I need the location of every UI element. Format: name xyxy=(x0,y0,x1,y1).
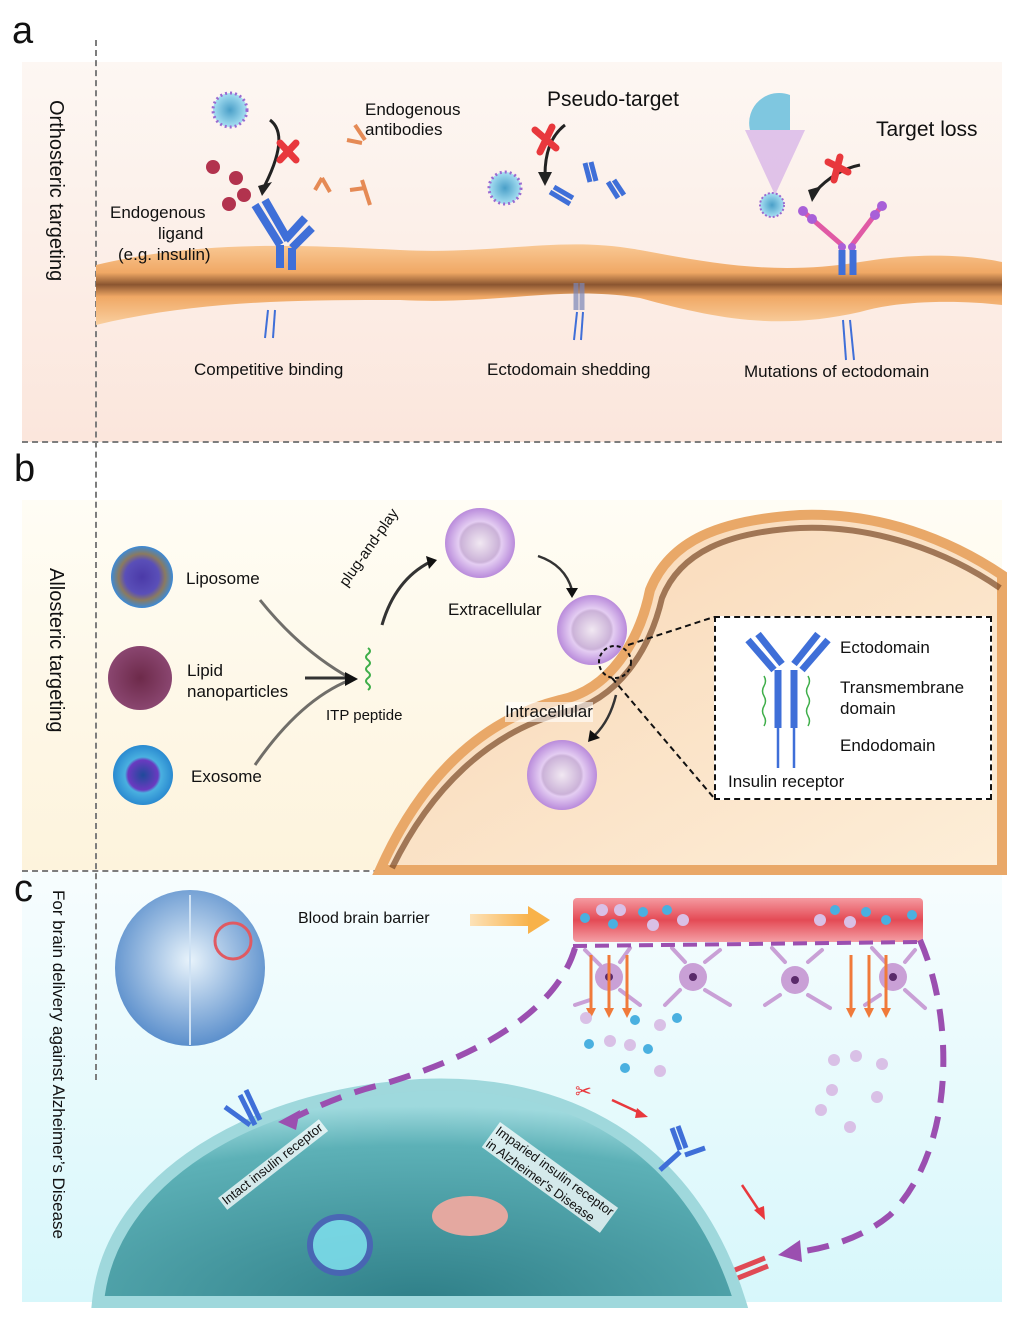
vertical-divider xyxy=(95,40,97,1080)
bbb-arrow-icon xyxy=(528,906,550,934)
blocked-x-icon-1 xyxy=(276,139,300,164)
shed-ectodomains xyxy=(548,161,627,207)
zoom-circle xyxy=(598,645,632,679)
zoom-cone xyxy=(745,130,805,195)
label-transmembrane-2: domain xyxy=(840,699,896,718)
delivery-path-right xyxy=(789,938,947,1256)
label-endogenous-ligand-3: (e.g. insulin) xyxy=(118,245,211,264)
label-competitive-binding: Competitive binding xyxy=(194,360,344,379)
panel-letter-b: b xyxy=(14,448,36,490)
label-intracellular: Intracellular xyxy=(505,702,593,722)
label-endodomain: Endodomain xyxy=(840,736,936,755)
label-ectodomain-shedding: Ectodomain shedding xyxy=(487,360,651,379)
panel-letter-a: a xyxy=(12,10,34,52)
membrane-a xyxy=(96,244,1002,325)
receptor-competitive xyxy=(251,198,315,270)
label-lipid-np-2: nanoparticles xyxy=(187,682,289,701)
intact-receptor-icon xyxy=(223,1088,263,1128)
label-itp-peptide: ITP peptide xyxy=(326,707,403,724)
brain-highlight-circle xyxy=(213,921,253,961)
blocked-x-icon-2 xyxy=(531,123,560,156)
liposome-icon xyxy=(111,546,173,608)
impaired-receptor-icon xyxy=(658,1125,706,1172)
vesicle-3 xyxy=(527,740,597,810)
vessel-particles xyxy=(580,904,917,931)
nanocell-a1 xyxy=(211,91,249,129)
insulin-receptor-inset: Ectodomain Transmembrane domain Endodoma… xyxy=(714,616,992,800)
label-target-loss: Target loss xyxy=(876,118,978,141)
label-mutations-ectodomain: Mutations of ectodomain xyxy=(744,362,930,381)
neuronal-cell xyxy=(91,1078,749,1308)
label-blood-brain-barrier: Blood brain barrier xyxy=(298,910,430,927)
released-particles xyxy=(580,1012,888,1133)
side-label-allosteric: Allosteric targeting xyxy=(45,568,67,733)
label-endogenous-ligand-2: ligand xyxy=(158,224,204,243)
neuron-icons xyxy=(595,963,907,994)
truncated-receptor-icon xyxy=(734,1255,769,1281)
blocked-x-icon-3 xyxy=(824,153,852,184)
label-ectodomain: Ectodomain xyxy=(840,638,930,657)
label-exosome: Exosome xyxy=(191,767,262,786)
blood-vessel xyxy=(573,898,923,942)
nucleus-icon xyxy=(307,1214,373,1276)
transport-arrows xyxy=(589,955,888,1010)
nanocell-a2 xyxy=(487,170,523,206)
itp-peptide-icon xyxy=(365,647,371,691)
label-pseudo-target: Pseudo-target xyxy=(547,88,679,111)
panel-a-illustration xyxy=(96,91,1002,361)
lipid-nanoparticle-icon xyxy=(108,646,172,710)
delivery-path-left xyxy=(283,947,578,1125)
label-endogenous-ligand-1: Endogenous xyxy=(110,203,206,222)
nanocell-a3 xyxy=(759,192,785,218)
label-lipid-np-1: Lipid xyxy=(187,661,223,680)
label-transmembrane-1: Transmembrane xyxy=(840,678,965,697)
side-label-orthosteric: Orthosteric targeting xyxy=(45,100,67,282)
label-endogenous-antibodies: Endogenous antibodies xyxy=(365,100,461,139)
divider-a-b xyxy=(22,441,1002,443)
label-liposome: Liposome xyxy=(186,569,260,588)
exosome-icon xyxy=(113,745,173,805)
vesicle-2 xyxy=(557,595,627,665)
panel-letter-c: c xyxy=(14,868,33,910)
insulin-receptor-icon xyxy=(745,631,831,768)
scissors-icon: ✂ xyxy=(575,1079,592,1103)
ligand-dots xyxy=(206,160,251,211)
vesicle-1 xyxy=(445,508,515,578)
side-label-brain-delivery: For brain delivery against Alzheimer’s D… xyxy=(49,890,68,1239)
golgi-icon xyxy=(432,1196,508,1236)
endogenous-antibodies-icon xyxy=(313,123,372,206)
label-extracellular: Extracellular xyxy=(448,600,542,619)
label-insulin-receptor: Insulin receptor xyxy=(728,772,845,791)
